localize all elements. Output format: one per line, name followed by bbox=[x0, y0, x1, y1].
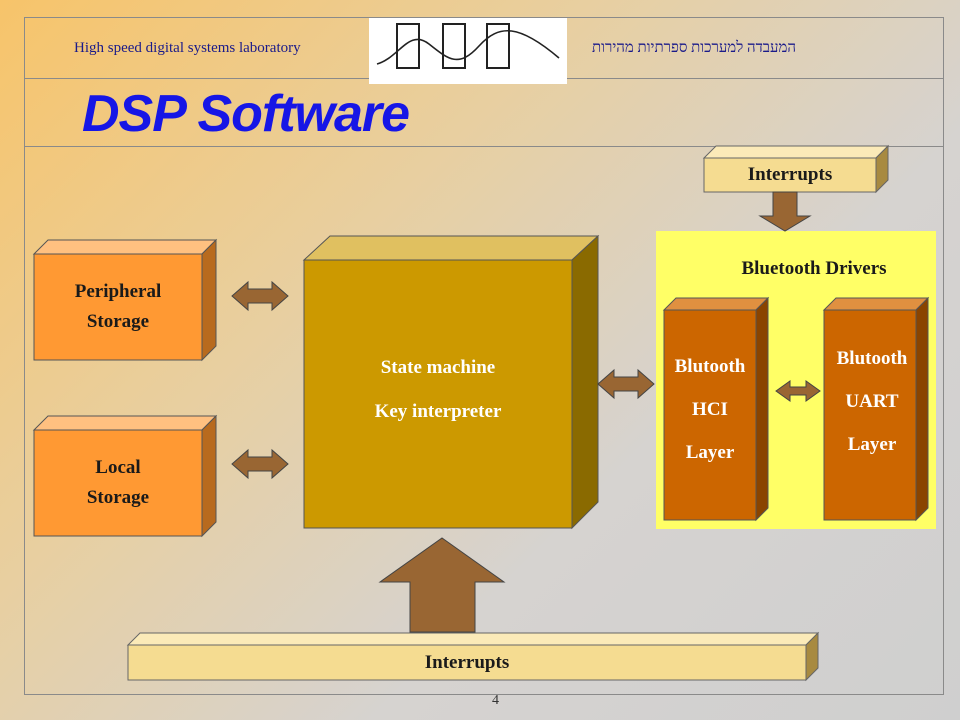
peripheral-storage-box bbox=[32, 238, 218, 362]
local-storage-box bbox=[32, 414, 218, 538]
bluetooth-drivers-label: Bluetooth Drivers bbox=[741, 258, 887, 279]
logo-waveform bbox=[376, 23, 560, 69]
slide-frame bbox=[24, 17, 944, 695]
state-machine-label: State machine Key interpreter bbox=[374, 357, 502, 422]
bt-uart-label: Blutooth UART Layer bbox=[836, 347, 908, 455]
interrupts-down-arrow bbox=[758, 191, 812, 232]
hsdsl-logo bbox=[369, 18, 567, 84]
local-double-arrow bbox=[231, 448, 289, 480]
hci-uart-double-arrow bbox=[775, 380, 821, 402]
peripheral-double-arrow bbox=[231, 280, 289, 312]
bt-uart-box bbox=[822, 296, 930, 522]
page-number: 4 bbox=[492, 693, 499, 708]
lab-name: High speed digital systems laboratory bbox=[74, 40, 301, 56]
state-machine-box bbox=[302, 234, 600, 530]
bt-hci-label: Blutooth HCI Layer bbox=[674, 355, 746, 463]
interrupts-top-label: Interrupts bbox=[747, 164, 833, 185]
title-divider bbox=[24, 146, 944, 147]
interrupts-top-bar bbox=[702, 144, 890, 194]
interrupts-bottom-label: Interrupts bbox=[424, 651, 510, 673]
bt-hci-box bbox=[662, 296, 770, 522]
slide-title: DSP Software bbox=[82, 85, 410, 143]
lab-name-hebrew: המעבדה למערכות ספרתיות מהירות bbox=[592, 40, 797, 56]
peripheral-storage-label: Peripheral Storage bbox=[74, 281, 162, 332]
interrupts-bottom-bar bbox=[126, 631, 820, 682]
local-storage-label: Local Storage bbox=[86, 457, 150, 508]
state-bt-double-arrow bbox=[597, 368, 655, 400]
interrupts-up-arrow bbox=[378, 537, 506, 633]
